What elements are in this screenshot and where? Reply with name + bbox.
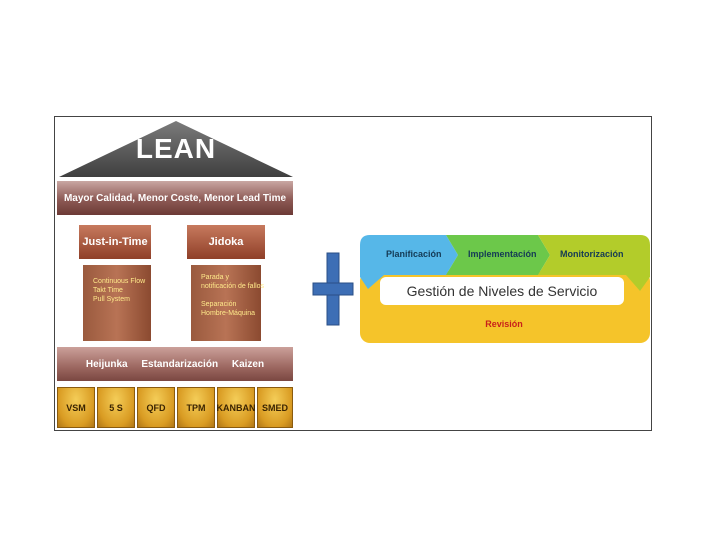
foundation-estandarizacion: Estandarización: [141, 358, 219, 370]
tool-smed: SMED: [257, 387, 293, 428]
cycle-center-title: Gestión de Niveles de Servicio: [380, 277, 624, 305]
lean-roof: [59, 121, 293, 177]
tool-qfd: QFD: [137, 387, 175, 428]
pillar-jidoka-item: Parada y: [201, 274, 230, 281]
pillar-jidoka-item: Separación: [201, 301, 237, 308]
pillar-jidoka-item: [201, 291, 255, 300]
phase-planificacion: Planificación: [386, 249, 442, 259]
tool-kanban: KANBAN: [217, 387, 256, 428]
lean-goal-beam: Mayor Calidad, Menor Coste, Menor Lead T…: [57, 181, 293, 215]
tool-vsm: VSM: [57, 387, 95, 428]
foundation-kaizen: Kaizen: [231, 358, 265, 370]
pillar-jidoka-item: notificación de fallos: [201, 283, 265, 290]
phase-implementacion: Implementación: [468, 249, 537, 259]
pillar-jit-body: Continuous Flow Takt Time Pull System: [83, 265, 151, 341]
lean-foundation: Heijunka Estandarización Kaizen: [57, 347, 293, 381]
cycle-review-label: Revisión: [485, 319, 523, 329]
pillar-jidoka-title: Jidoka: [187, 225, 265, 259]
plus-icon: [312, 252, 354, 326]
service-cycle: Planificación Implementación Monitorizac…: [358, 233, 650, 345]
lean-roof-label: LEAN: [135, 133, 217, 164]
tool-5s: 5 S: [97, 387, 135, 428]
slide-frame: LEAN Mayor Calidad, Menor Coste, Menor L…: [54, 116, 652, 431]
pillar-jidoka-body: Parada y notificación de fallos Separaci…: [191, 265, 265, 341]
foundation-heijunka: Heijunka: [85, 358, 128, 370]
phase-monitorizacion: Monitorización: [560, 249, 624, 259]
pillar-jit-item: Pull System: [93, 296, 130, 303]
pillar-jit-title: Just-in-Time: [79, 225, 151, 259]
lean-house: LEAN Mayor Calidad, Menor Coste, Menor L…: [57, 119, 295, 428]
pillar-jidoka-item: Hombre-Máquina: [201, 310, 256, 317]
pillar-jit-item: Continuous Flow: [93, 278, 146, 285]
tool-tpm: TPM: [177, 387, 215, 428]
pillar-jit-item: Takt Time: [93, 287, 123, 294]
